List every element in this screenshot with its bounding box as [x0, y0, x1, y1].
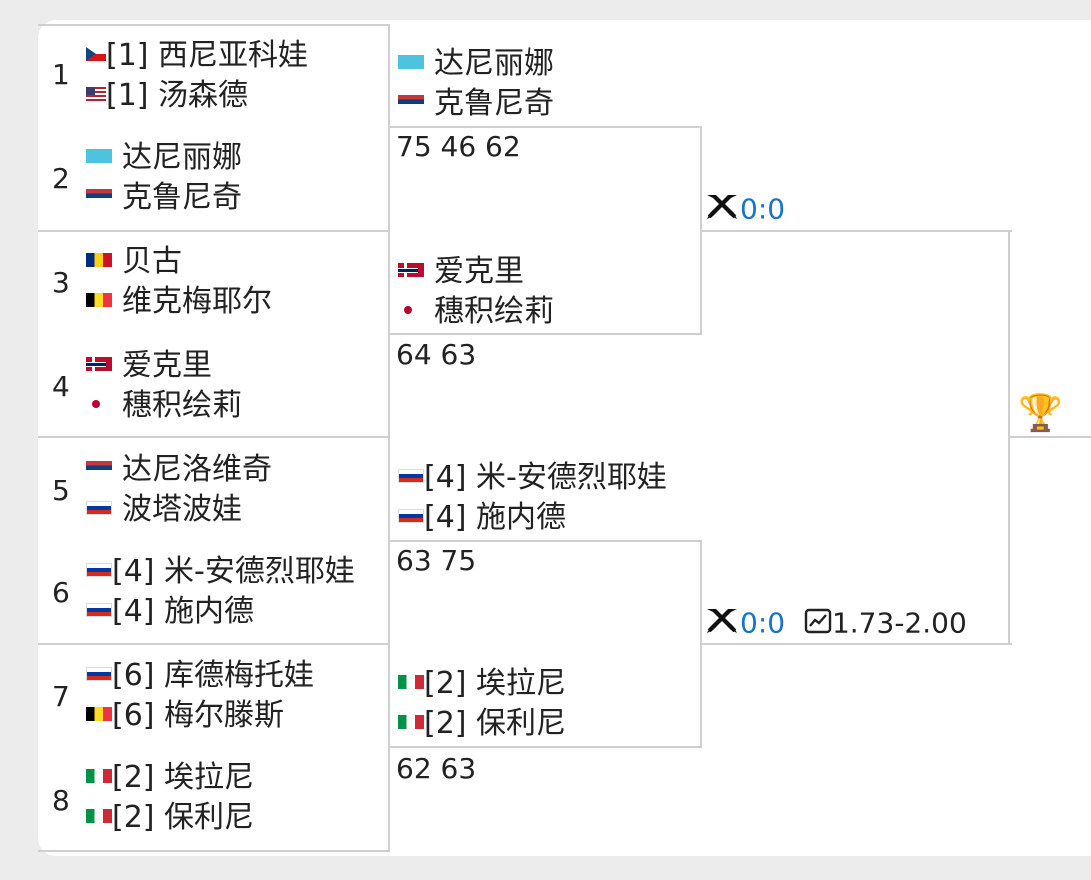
flag-icon — [86, 460, 112, 475]
crossed-swords-icon — [704, 606, 740, 643]
divider — [388, 333, 702, 335]
player-slot[interactable]: 克鲁尼奇 — [86, 178, 242, 218]
flag-icon — [86, 356, 112, 371]
flag-icon — [86, 396, 112, 411]
flag-icon — [86, 500, 112, 515]
bracket-card — [38, 20, 1091, 856]
player-slot[interactable]: [6] 库德梅托娃 — [86, 656, 314, 696]
match-score: 62 63 — [396, 752, 477, 785]
draw-position: 6 — [52, 576, 70, 609]
divider — [388, 746, 702, 748]
crossed-swords-icon — [704, 192, 740, 229]
divider — [388, 126, 702, 128]
player-slot[interactable]: 爱克里 — [398, 252, 524, 292]
player-slot[interactable]: [2] 保利尼 — [398, 704, 566, 744]
player-slot[interactable]: 达尼丽娜 — [398, 44, 554, 84]
head-to-head-link[interactable]: 0:0 — [740, 606, 786, 640]
head-to-head-link[interactable]: 0:0 — [740, 192, 786, 226]
player-slot[interactable]: [4] 施内德 — [398, 498, 566, 538]
flag-icon — [86, 86, 106, 101]
divider — [700, 643, 1012, 645]
player-slot[interactable]: 维克梅耶尔 — [86, 282, 272, 322]
flag-icon — [86, 602, 112, 617]
draw-position: 7 — [52, 680, 70, 713]
divider — [38, 24, 390, 26]
flag-icon — [398, 302, 424, 317]
flag-icon — [398, 262, 424, 277]
player-slot[interactable]: 穗积绘莉 — [86, 386, 242, 426]
player-slot[interactable]: [4] 施内德 — [86, 592, 254, 632]
flag-icon — [398, 54, 424, 69]
trophy-icon: 🏆 — [1018, 393, 1063, 434]
flag-icon — [86, 562, 112, 577]
player-slot[interactable]: 达尼洛维奇 — [86, 450, 272, 490]
match-score: 64 63 — [396, 338, 477, 371]
draw-position: 8 — [52, 784, 70, 817]
divider — [388, 24, 390, 852]
player-slot[interactable]: 波塔波娃 — [86, 490, 242, 530]
betting-odds: 1.73-2.00 — [831, 606, 967, 640]
flag-icon — [86, 706, 112, 721]
semifinal-info[interactable]: 0:0 1.73-2.00 — [704, 606, 967, 643]
chart-line-icon — [804, 608, 832, 641]
divider — [38, 436, 390, 438]
player-slot[interactable]: [1] 汤森德 — [86, 76, 248, 116]
flag-icon — [398, 508, 424, 523]
divider — [38, 850, 390, 852]
player-slot[interactable]: 克鲁尼奇 — [398, 84, 554, 124]
match-score: 63 75 — [396, 544, 477, 577]
player-slot[interactable]: [1] 西尼亚科娃 — [86, 36, 308, 76]
flag-icon — [398, 674, 424, 689]
draw-position: 3 — [52, 266, 70, 299]
flag-icon — [86, 292, 112, 307]
match-score: 75 46 62 — [396, 130, 521, 163]
divider — [1008, 436, 1091, 438]
divider — [700, 230, 1012, 232]
player-slot[interactable]: [2] 埃拉尼 — [398, 664, 566, 704]
flag-icon — [86, 768, 112, 783]
divider — [38, 643, 390, 645]
draw-position: 1 — [52, 58, 70, 91]
divider — [38, 230, 390, 232]
flag-icon — [86, 808, 112, 823]
player-slot[interactable]: [6] 梅尔滕斯 — [86, 696, 284, 736]
flag-icon — [86, 148, 112, 163]
player-slot[interactable]: 穗积绘莉 — [398, 292, 554, 332]
player-slot[interactable]: 达尼丽娜 — [86, 138, 242, 178]
flag-icon — [86, 188, 112, 203]
player-slot[interactable]: [2] 埃拉尼 — [86, 758, 254, 798]
player-slot[interactable]: 爱克里 — [86, 346, 212, 386]
flag-icon — [86, 46, 106, 61]
draw-position: 2 — [52, 162, 70, 195]
player-slot[interactable]: 贝古 — [86, 242, 182, 282]
divider — [388, 540, 702, 542]
flag-icon — [86, 252, 112, 267]
player-slot[interactable]: [4] 米-安德烈耶娃 — [398, 458, 667, 498]
flag-icon — [86, 666, 112, 681]
flag-icon — [398, 468, 424, 483]
player-slot[interactable]: [4] 米-安德烈耶娃 — [86, 552, 355, 592]
flag-icon — [398, 94, 424, 109]
player-slot[interactable]: [2] 保利尼 — [86, 798, 254, 838]
draw-position: 4 — [52, 370, 70, 403]
draw-position: 5 — [52, 474, 70, 507]
flag-icon — [398, 714, 424, 729]
semifinal-info[interactable]: 0:0 — [704, 192, 785, 229]
